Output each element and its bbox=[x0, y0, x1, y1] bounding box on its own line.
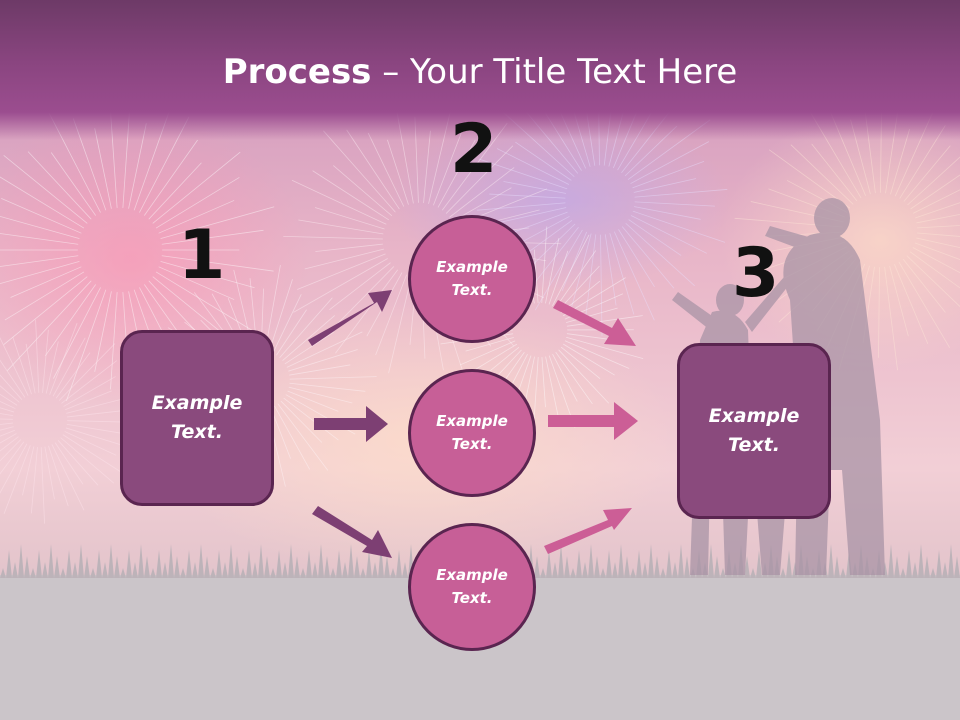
left-box-text: Example Text. bbox=[151, 392, 243, 443]
arrow-up-right-right bbox=[544, 508, 632, 554]
arrow-down-right-right bbox=[553, 300, 636, 346]
arrow-up-right-left bbox=[308, 290, 392, 346]
title-bold: Process bbox=[222, 52, 372, 92]
circle-middle-text: Example Text. bbox=[436, 412, 508, 453]
circle-middle: Example Text. bbox=[408, 369, 536, 497]
circle-bottom-text: Example Text. bbox=[436, 566, 508, 607]
arrow-right-left bbox=[314, 406, 388, 442]
right-box-text: Example Text. bbox=[708, 405, 800, 456]
title-bar bbox=[0, 0, 960, 140]
step-number-1: 1 bbox=[178, 216, 226, 295]
circle-top-text: Example Text. bbox=[436, 258, 508, 299]
arrow-down-right-left bbox=[312, 506, 392, 558]
right-process-box: Example Text. bbox=[677, 343, 831, 519]
step-number-2: 2 bbox=[450, 110, 498, 189]
left-process-box: Example Text. bbox=[120, 330, 274, 506]
step-number-3: 3 bbox=[732, 234, 780, 313]
arrow-right-right bbox=[548, 402, 638, 440]
circle-bottom: Example Text. bbox=[408, 523, 536, 651]
title-rest: – Your Title Text Here bbox=[371, 52, 738, 92]
circle-top: Example Text. bbox=[408, 215, 536, 343]
slide-title: Process – Your Title Text Here bbox=[0, 52, 960, 92]
